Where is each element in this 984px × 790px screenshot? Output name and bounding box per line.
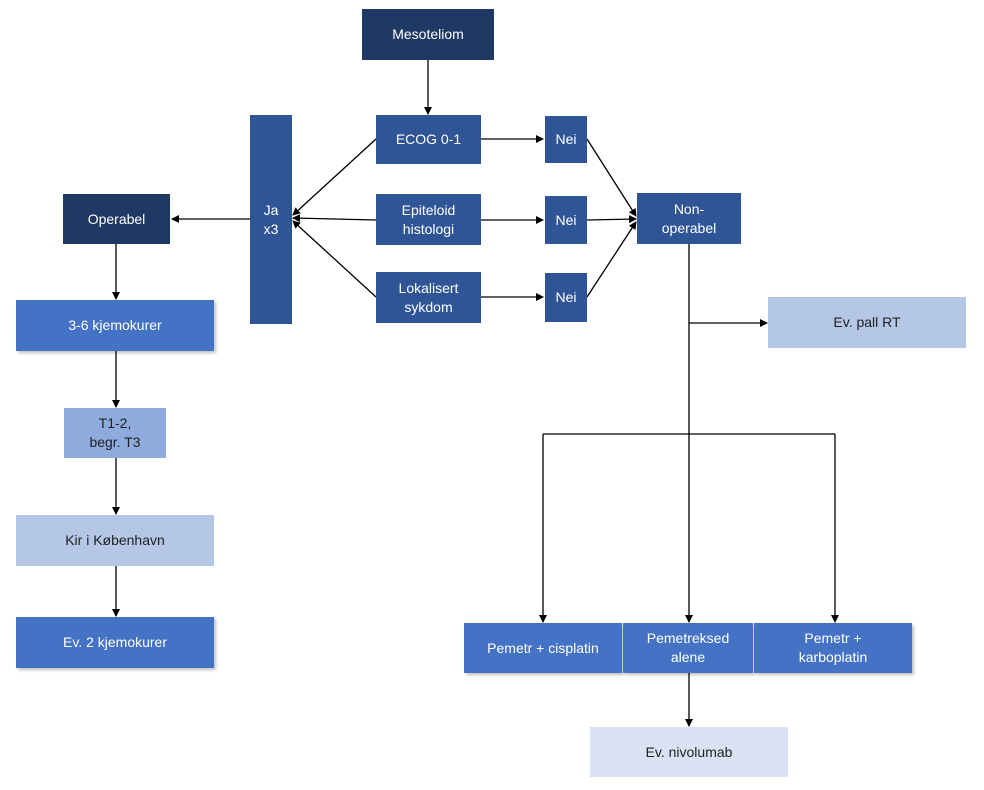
nei-label-3: Nei <box>555 289 577 305</box>
nivolumab-box: Ev. nivolumab <box>590 727 788 777</box>
t12-box: T1-2, begr. T3 <box>64 408 166 458</box>
arrow-nei1-nonoperabel <box>586 138 637 217</box>
operabel-label: Operabel <box>87 210 146 227</box>
karbo-label: Pemetr + karboplatin <box>798 630 868 665</box>
arrow-lokalisert-ja <box>292 220 377 298</box>
nei-label-2: Nei <box>555 211 577 228</box>
ecog-label: ECOG 0-1 <box>395 131 462 147</box>
arrow-nei3-nonoperabel <box>586 221 637 298</box>
ja-label: Ja x3 <box>263 201 279 237</box>
karbo-box: Pemetr + karboplatin <box>754 623 912 673</box>
nonoperabel-label: Non- operabel <box>661 200 717 236</box>
mesoteliom-box: Mesoteliom <box>362 9 494 60</box>
arrow-ecog-ja <box>292 138 377 216</box>
alene-label: Pemetreksed alene <box>646 630 730 665</box>
kjemo2-label: Ev. 2 kjemokurer <box>63 634 167 650</box>
nei-box-3: Nei <box>545 273 587 322</box>
nei-label-1: Nei <box>555 131 577 147</box>
mesoteliom-label: Mesoteliom <box>392 26 464 42</box>
cisplatin-label: Pemetr + cisplatin <box>487 639 599 656</box>
lokalisert-label: Lokalisert sykdom <box>398 279 459 315</box>
nei-box-2: Nei <box>545 196 587 244</box>
epiteloid-box: Epiteloid histologi <box>376 194 481 245</box>
alene-box: Pemetreksed alene <box>623 623 753 673</box>
kir-label: Kir i København <box>65 532 165 548</box>
arrow-nei2-nonoperabel <box>586 215 637 224</box>
pallrt-box: Ev. pall RT <box>768 297 966 348</box>
ja-box: Ja x3 <box>250 115 292 324</box>
nonoperabel-box: Non- operabel <box>637 193 741 244</box>
epiteloid-label: Epiteloid histologi <box>401 201 456 237</box>
kjemo36-box: 3-6 kjemokurer <box>16 300 214 351</box>
kjemo2-box: Ev. 2 kjemokurer <box>16 617 214 668</box>
t12-label: T1-2, begr. T3 <box>89 415 141 450</box>
kir-box: Kir i København <box>16 515 214 566</box>
operabel-box: Operabel <box>63 194 170 244</box>
nivolumab-label: Ev. nivolumab <box>645 743 733 760</box>
arrow-epiteloid-ja <box>292 214 377 223</box>
kjemo36-label: 3-6 kjemokurer <box>68 317 162 333</box>
pallrt-label: Ev. pall RT <box>833 314 901 330</box>
ecog-box: ECOG 0-1 <box>376 115 481 164</box>
lokalisert-box: Lokalisert sykdom <box>376 272 481 323</box>
nei-box-1: Nei <box>545 116 587 163</box>
cisplatin-box: Pemetr + cisplatin <box>464 623 622 673</box>
